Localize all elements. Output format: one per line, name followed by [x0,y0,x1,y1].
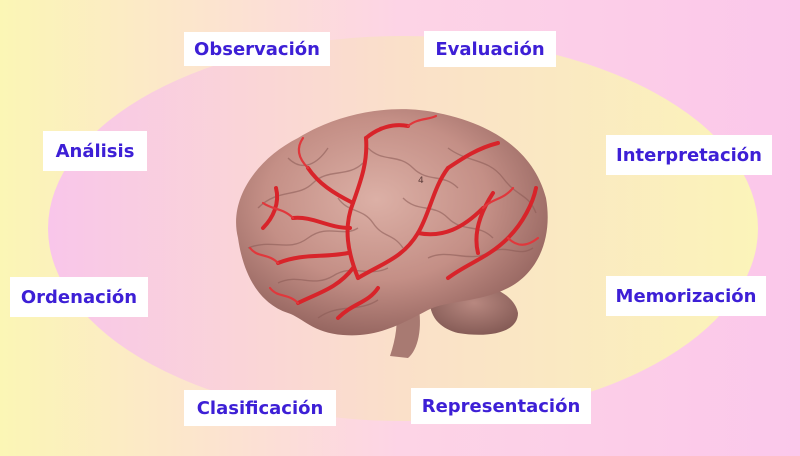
concept-analisis: Análisis [43,131,147,171]
concept-ordenacion: Ordenación [10,277,148,317]
concept-observacion: Observación [184,32,330,66]
concept-representacion: Representación [411,388,591,424]
concept-clasificacion: Clasificación [184,390,336,426]
svg-text:4: 4 [418,176,424,186]
concept-memorizacion: Memorización [606,276,766,316]
brain-illustration: 4 [236,109,548,358]
concept-evaluacion: Evaluación [424,31,556,67]
concept-interpretacion: Interpretación [606,135,772,175]
